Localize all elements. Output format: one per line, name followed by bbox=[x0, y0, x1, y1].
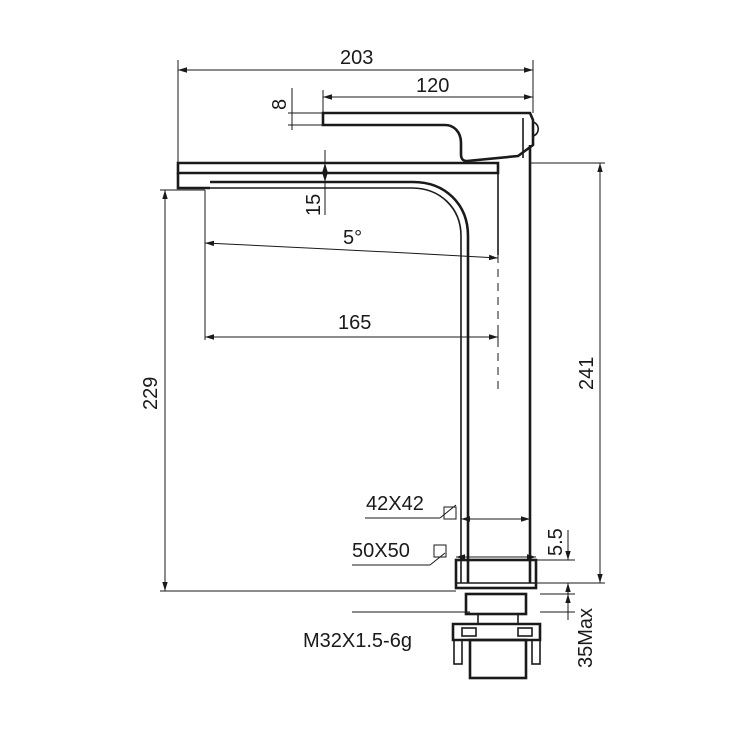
handle-lever bbox=[321, 111, 535, 163]
handle-knob bbox=[532, 121, 540, 137]
mounting-washer-left bbox=[461, 627, 477, 637]
dim-handle-height: 8 bbox=[269, 99, 291, 110]
mounting-bracket bbox=[451, 622, 542, 642]
dim-spout-height: 229 bbox=[140, 377, 162, 410]
mounting-washer-right bbox=[517, 627, 533, 637]
dimension-labels: 203 120 8 15 5° 165 229 241 42X42 50X50 … bbox=[140, 47, 598, 668]
spout-body-top bbox=[176, 173, 210, 190]
dim-total-length: 203 bbox=[340, 47, 373, 69]
dim-base-height: 5.5 bbox=[545, 528, 567, 556]
mounting-bolt-right bbox=[531, 639, 541, 665]
dim-body-section: 42X42 bbox=[366, 493, 424, 515]
dim-spout-reach: 165 bbox=[338, 312, 371, 334]
dim-handle-length: 120 bbox=[416, 75, 449, 97]
dim-spout-drop: 15 bbox=[303, 194, 325, 216]
dimension-lines bbox=[160, 60, 605, 620]
spout bbox=[176, 161, 500, 175]
dim-thread-spec: M32X1.5-6g bbox=[303, 630, 412, 652]
dim-mounting-depth: 35Max bbox=[575, 608, 597, 668]
dim-spout-angle: 5° bbox=[343, 227, 362, 249]
faucet-outline bbox=[176, 111, 542, 680]
dim-base-section: 50X50 bbox=[352, 540, 410, 562]
mounting-bolt-left bbox=[453, 639, 463, 665]
spout-curve-outer bbox=[210, 180, 470, 583]
spout-curve-inner bbox=[210, 187, 462, 583]
mounting-shank bbox=[468, 638, 528, 680]
base-plate bbox=[454, 558, 538, 590]
mounting-nut-top bbox=[464, 592, 528, 616]
dim-overall-height: 241 bbox=[576, 357, 598, 390]
